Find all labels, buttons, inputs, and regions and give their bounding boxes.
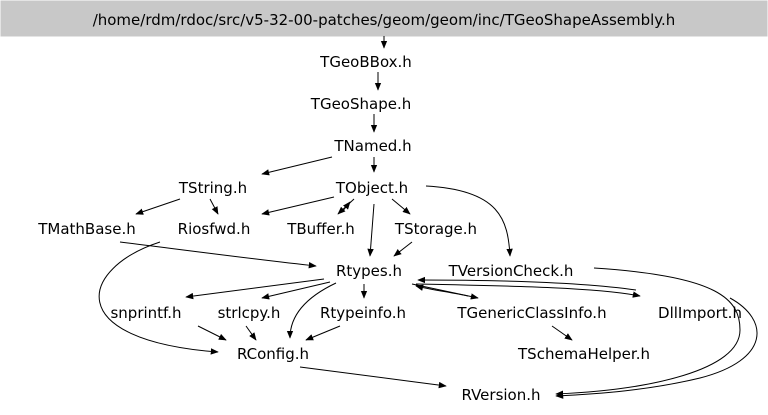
edge-rtypes-strlcpy: [261, 281, 331, 300]
node-rconfig[interactable]: RConfig.h: [237, 345, 309, 363]
node-tnamed[interactable]: TNamed.h: [333, 137, 411, 155]
edge-dllimport-rtypes: [417, 276, 637, 291]
edge-tobject-tversioncheck: [425, 185, 513, 257]
edge-rtypes-tgenericclassinfo: [411, 283, 479, 300]
node-dllimport[interactable]: DllImport.h: [658, 304, 742, 322]
edge-strlcpy-rconfig: [245, 325, 257, 341]
node-rtypes[interactable]: Rtypes.h: [336, 262, 402, 280]
edge-rtypes-dllimport: [415, 283, 641, 298]
edge-tstorage-rtypes: [393, 241, 413, 257]
edge-tobject-tstorage: [391, 198, 411, 215]
edge-tmathbase-rtypes: [119, 241, 317, 269]
node-strlcpy[interactable]: strlcpy.h: [218, 304, 281, 322]
node-tbuffer[interactable]: TBuffer.h: [286, 220, 355, 238]
root-node-label: /home/rdm/rdoc/src/v5-32-00-patches/geom…: [93, 11, 676, 29]
node-tversioncheck[interactable]: TVersionCheck.h: [448, 262, 574, 280]
root-node[interactable]: /home/rdm/rdoc/src/v5-32-00-patches/geom…: [0, 0, 768, 37]
edge-tgenericclassinfo-rtypes: [415, 284, 469, 297]
edge-snprintf-rconfig: [197, 325, 227, 341]
edge-rconfig-rversion: [299, 366, 447, 389]
edge-rtypes-rconfig: [286, 282, 337, 339]
edges: [98, 36, 758, 399]
node-rtypeinfo[interactable]: Rtypeinfo.h: [320, 304, 406, 322]
edge-rtypeinfo-rconfig: [305, 325, 341, 341]
node-tgeoshape[interactable]: TGeoShape.h: [310, 95, 411, 113]
node-tschemahelper[interactable]: TSchemaHelper.h: [517, 345, 650, 363]
edge-tobject-rtypes: [367, 203, 375, 257]
edge-tnamed-tstring: [261, 156, 333, 176]
edge-rtypes-snprintf: [185, 278, 325, 300]
node-tgeobbox[interactable]: TGeoBBox.h: [319, 53, 412, 71]
node-riosfwd[interactable]: Riosfwd.h: [178, 220, 251, 238]
node-rversion[interactable]: RVersion.h: [461, 386, 540, 404]
edge-tobject-riosfwd: [261, 196, 335, 216]
edge-tstring-tmathbase: [135, 198, 181, 215]
edge-tversioncheck-rversion: [555, 267, 741, 397]
edge-tgenericclassinfo-tschemahelper: [551, 325, 573, 341]
nodes: TGeoBBox.h TGeoShape.h TNamed.h TString.…: [37, 53, 742, 404]
node-tobject[interactable]: TObject.h: [335, 179, 408, 197]
edge-tmathbase-rconfig: [98, 241, 219, 355]
edge-tbuffer-tobject: [341, 201, 351, 213]
edge-dllimport-rversion: [555, 297, 758, 399]
node-tgenericclassinfo[interactable]: TGenericClassInfo.h: [456, 304, 606, 322]
node-tstorage[interactable]: TStorage.h: [394, 220, 477, 238]
node-snprintf[interactable]: snprintf.h: [110, 304, 181, 322]
node-tstring[interactable]: TString.h: [178, 179, 247, 197]
node-tmathbase[interactable]: TMathBase.h: [37, 220, 136, 238]
edge-tstring-riosfwd: [209, 198, 219, 215]
